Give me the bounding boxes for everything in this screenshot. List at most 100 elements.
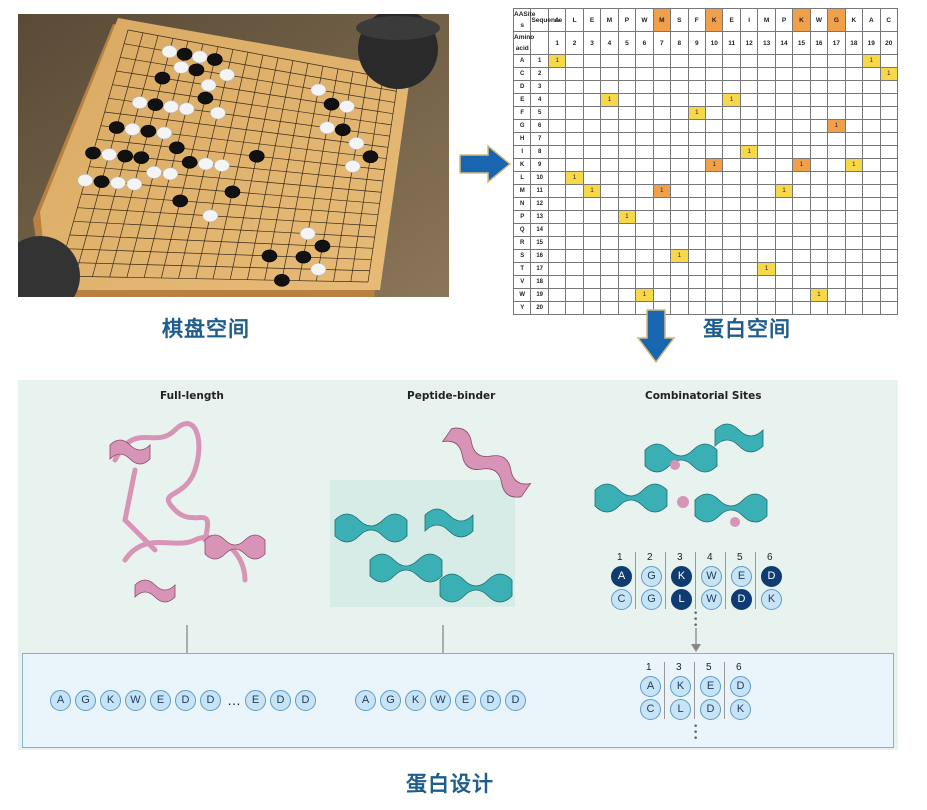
residue-circle: K — [100, 690, 121, 711]
table-cell — [600, 210, 619, 224]
table-cell — [739, 54, 759, 68]
table-cell — [670, 184, 689, 198]
table-cell — [722, 236, 741, 250]
table-cell — [565, 275, 584, 289]
table-cell — [617, 158, 637, 172]
row-index: 7 — [530, 132, 549, 146]
table-cell — [792, 262, 811, 276]
residue-circle: A — [611, 566, 632, 587]
site-number: 1 — [646, 662, 652, 673]
residue-circle: G — [75, 690, 96, 711]
row-index: 1 — [530, 54, 549, 68]
table-cell — [582, 236, 602, 250]
sequence-letter: M — [652, 8, 672, 32]
residue-circle: D — [200, 690, 221, 711]
table-cell — [600, 106, 619, 120]
table-cell — [547, 210, 567, 224]
table-cell — [774, 223, 794, 237]
table-cell — [722, 54, 741, 68]
table-cell — [565, 223, 584, 237]
white-stone — [299, 227, 316, 240]
position-number: 16 — [809, 31, 829, 55]
row-index: 12 — [530, 197, 549, 211]
ellipsis-dots-top: ••• — [693, 609, 699, 631]
table-cell — [704, 275, 724, 289]
table-cell — [739, 249, 759, 263]
table-cell — [582, 171, 602, 185]
table-cell — [739, 210, 759, 224]
table-cell — [827, 236, 846, 250]
amino-acid-label: H — [512, 132, 532, 146]
table-cell — [862, 223, 881, 237]
position-number: 18 — [844, 31, 864, 55]
table-cell — [635, 210, 654, 224]
table-cell — [757, 184, 776, 198]
black-stone — [154, 71, 171, 85]
amino-acid-label: P — [512, 210, 532, 224]
position-number: 6 — [635, 31, 654, 55]
table-cell — [617, 288, 637, 302]
table-cell — [862, 301, 881, 315]
table-cell — [879, 171, 899, 185]
table-cell — [757, 93, 776, 107]
table-cell — [565, 54, 584, 68]
table-cell — [670, 262, 689, 276]
table-cell — [809, 223, 829, 237]
table-cell — [687, 93, 706, 107]
table-cell — [792, 80, 811, 94]
table-cell — [635, 197, 654, 211]
table-cell — [652, 288, 672, 302]
site-number: 3 — [677, 552, 683, 563]
table-cell — [844, 223, 864, 237]
table-cell — [774, 93, 794, 107]
table-cell — [879, 301, 899, 315]
table-cell — [792, 184, 811, 198]
table-cell — [739, 288, 759, 302]
table-cell — [827, 210, 846, 224]
row-index: 9 — [530, 158, 549, 172]
table-cell — [792, 106, 811, 120]
table-cell — [617, 236, 637, 250]
row-index: 17 — [530, 262, 549, 276]
table-cell — [635, 93, 654, 107]
table-cell — [704, 119, 724, 133]
table-cell — [739, 80, 759, 94]
table-cell — [600, 54, 619, 68]
table-cell — [809, 301, 829, 315]
table-cell — [565, 80, 584, 94]
table-cell: 1 — [844, 158, 864, 172]
table-cell — [582, 80, 602, 94]
table-cell — [722, 132, 741, 146]
residue-circle: G — [380, 690, 401, 711]
column-separator — [695, 552, 696, 609]
table-cell — [617, 54, 637, 68]
table-cell — [862, 288, 881, 302]
table-cell — [704, 106, 724, 120]
table-cell — [635, 158, 654, 172]
table-cell — [792, 249, 811, 263]
table-cell: 1 — [565, 171, 584, 185]
position-number: 20 — [879, 31, 899, 55]
table-cell — [600, 223, 619, 237]
table-cell — [739, 223, 759, 237]
table-cell — [757, 158, 776, 172]
table-cell — [774, 54, 794, 68]
table-cell — [774, 132, 794, 146]
table-cell — [600, 171, 619, 185]
sequence-letter: K — [844, 8, 864, 32]
full-length-title: Full-length — [160, 390, 224, 402]
position-number: 4 — [600, 31, 619, 55]
table-cell — [704, 288, 724, 302]
table-cell — [792, 236, 811, 250]
table-cell — [600, 158, 619, 172]
table-cell — [600, 275, 619, 289]
table-cell — [774, 67, 794, 81]
amino-acid-label: K — [512, 158, 532, 172]
table-cell — [809, 184, 829, 198]
table-cell — [792, 119, 811, 133]
down-arrow — [636, 309, 676, 364]
table-cell — [704, 171, 724, 185]
